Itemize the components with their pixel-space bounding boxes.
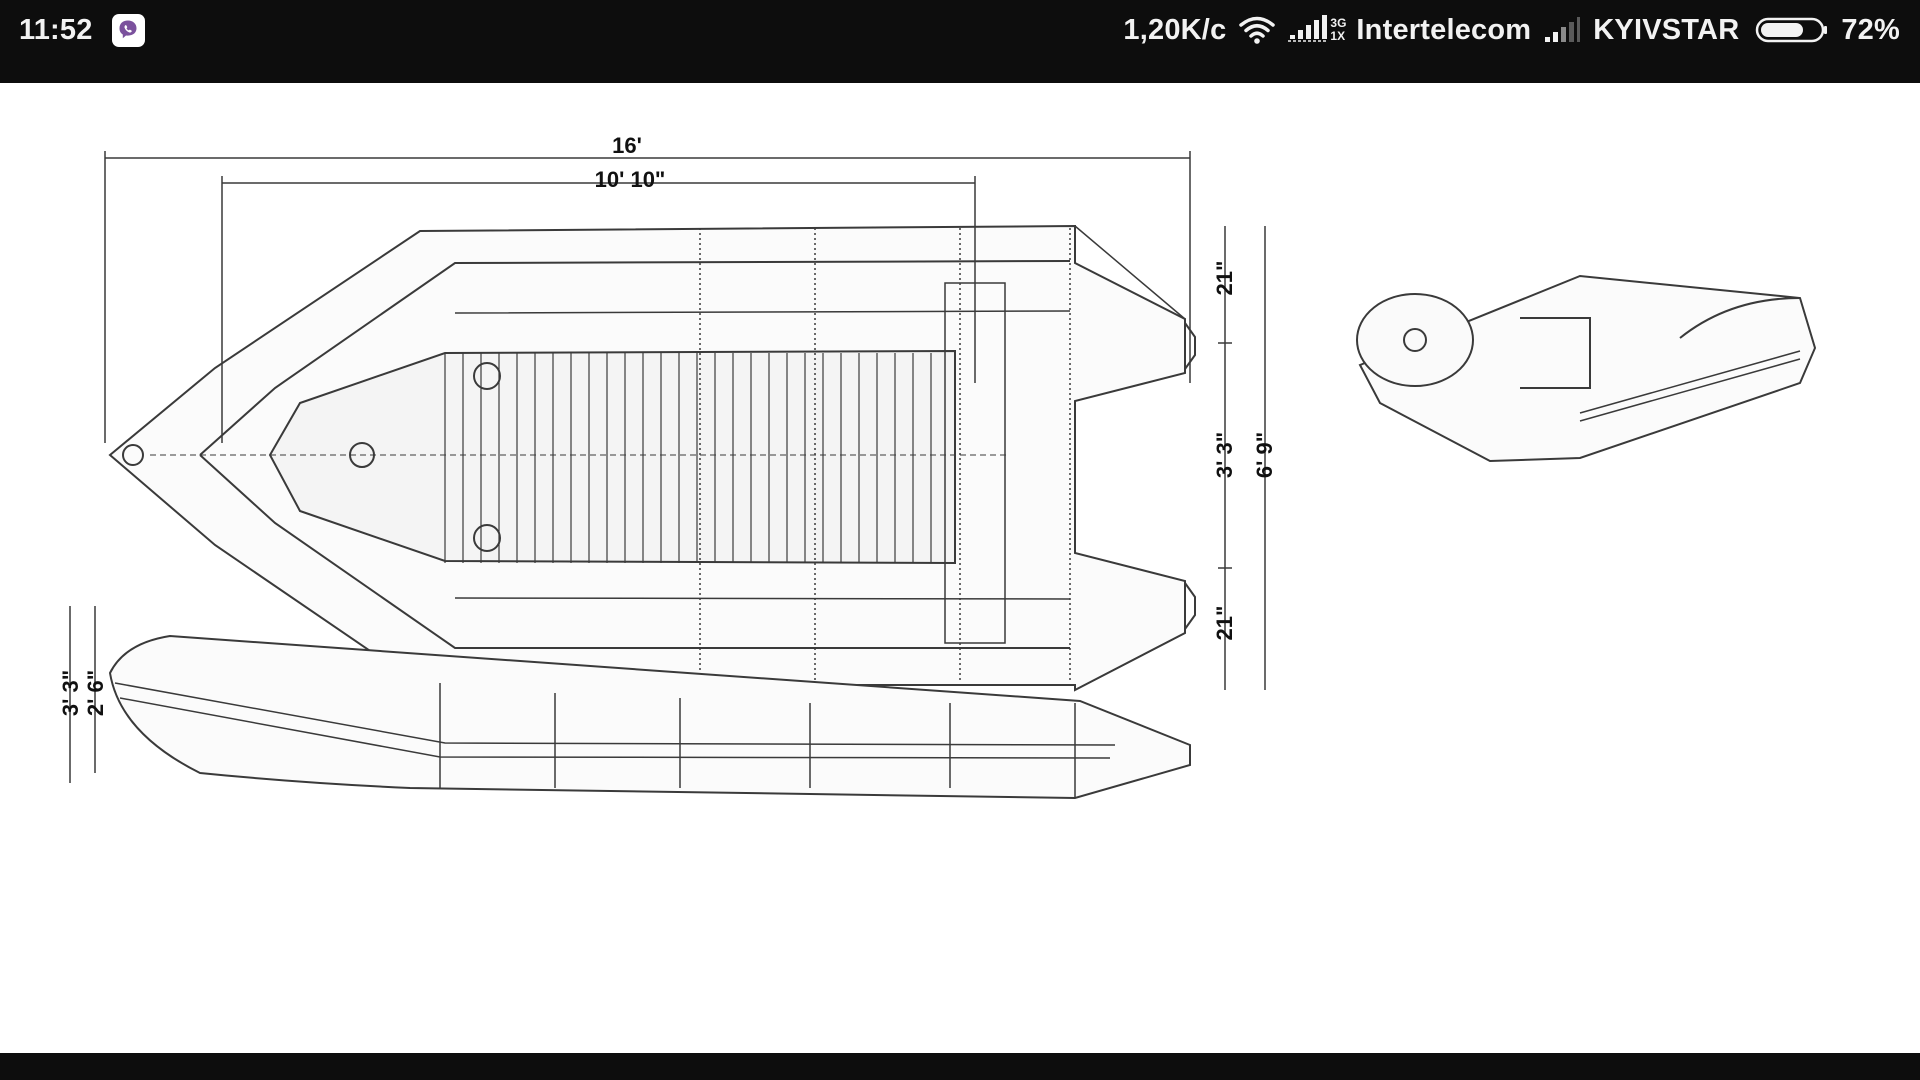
- image-viewer[interactable]: 16' 10' 10" 21" 3' 3" 6' 9" 21" 3' 3" 2'…: [0, 83, 1920, 1053]
- status-right: 1,20K/c 3G 1X: [1123, 0, 1900, 60]
- carrier-2: KYIVSTAR: [1593, 13, 1740, 46]
- status-bar: 11:52 1,20K/c: [0, 0, 1920, 83]
- dim-overall-length: 16': [612, 133, 642, 158]
- network-block-1: 3G 1X Intertelecom: [1288, 13, 1531, 48]
- network-type: 3G 1X: [1330, 17, 1346, 43]
- network-type-bottom: 1X: [1330, 29, 1346, 43]
- carrier-1: Intertelecom: [1356, 13, 1532, 46]
- signal-bars-icon: [1288, 13, 1329, 48]
- dim-inner-width: 3' 3": [1212, 432, 1237, 478]
- boat-top-view: [104, 151, 1266, 692]
- clock: 11:52: [19, 13, 93, 46]
- dim-tube-bottom: 21": [1212, 606, 1237, 641]
- battery-icon: [1755, 15, 1829, 45]
- battery-percent: 72%: [1841, 13, 1900, 46]
- boat-side-view: [69, 606, 1191, 800]
- viber-icon: [111, 13, 145, 47]
- status-left: 11:52: [19, 0, 145, 60]
- dim-inner-length: 10' 10": [595, 167, 666, 192]
- signal-bars-icon: [1543, 15, 1581, 45]
- network-type-top: 3G: [1330, 16, 1347, 30]
- boat-front-view: [1356, 274, 1817, 463]
- bottom-bar: [0, 1053, 1920, 1080]
- wifi-icon: [1238, 15, 1276, 45]
- dim-side-height-inner: 2' 6": [83, 670, 108, 716]
- boat-technical-drawing: 16' 10' 10" 21" 3' 3" 6' 9" 21" 3' 3" 2'…: [58, 133, 1817, 800]
- dim-side-height-outer: 3' 3": [58, 670, 83, 716]
- network-speed: 1,20K/c: [1123, 13, 1227, 46]
- dim-tube-top: 21": [1212, 261, 1237, 296]
- dim-overall-width: 6' 9": [1252, 432, 1277, 478]
